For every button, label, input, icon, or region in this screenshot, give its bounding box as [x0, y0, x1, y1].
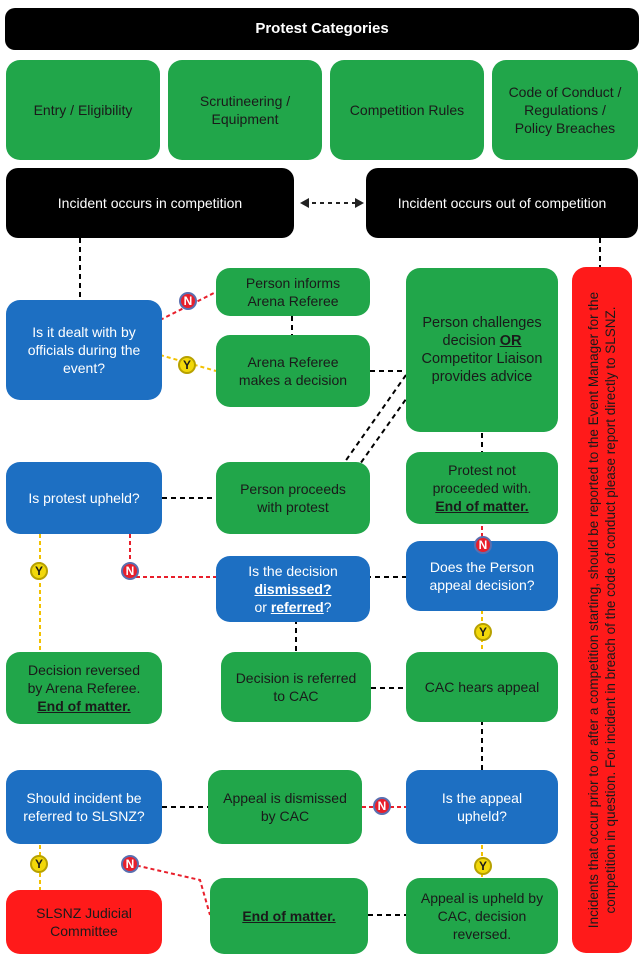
no-line-slsnz — [129, 863, 211, 916]
arrow-right-icon — [355, 198, 364, 208]
cac-hears-appeal: CAC hears appeal — [406, 652, 558, 722]
yes-badge-dealt: Y — [178, 356, 196, 374]
no-badge-upheld: N — [121, 562, 139, 580]
category-scrutineering: Scrutineering / Equipment — [168, 60, 322, 160]
category-entry-eligibility: Entry / Eligibility — [6, 60, 160, 160]
decision-referred-cac: Decision is referred to CAC — [221, 652, 371, 722]
appeal-dismissed-cac: Appeal is dismissed by CAC — [208, 770, 362, 844]
category-code-of-conduct: Code of Conduct / Regulations / Policy B… — [492, 60, 638, 160]
side-note-text: Incidents that occur prior to or after a… — [586, 291, 618, 929]
yes-badge-upheld: Y — [30, 562, 48, 580]
out-of-competition-note: Incidents that occur prior to or after a… — [572, 267, 632, 953]
person-proceeds-protest: Person proceeds with protest — [216, 462, 370, 534]
page-title: Protest Categories — [5, 8, 639, 50]
protest-not-proceeded: Protest not proceeded with. End of matte… — [406, 452, 558, 524]
line-challenge-to-proceeds-b — [359, 384, 417, 465]
category-label: Scrutineering / Equipment — [199, 93, 291, 127]
yes-badge-appeal-upheld: Y — [474, 857, 492, 875]
arrow-left-icon — [300, 198, 309, 208]
no-badge-not-proceeded: N — [474, 536, 492, 554]
question-dealt-by-officials: Is it dealt with by officials during the… — [6, 300, 162, 400]
category-label: Code of Conduct / Regulations / Policy B… — [508, 84, 622, 136]
line-challenge-to-proceeds-a — [341, 374, 407, 467]
incident-out-of-competition: Incident occurs out of competition — [366, 168, 638, 238]
yes-badge-appeal: Y — [474, 623, 492, 641]
no-badge-appeal-upheld: N — [373, 797, 391, 815]
appeal-upheld-reversed: Appeal is upheld by CAC, decision revers… — [406, 878, 558, 954]
category-label: Entry / Eligibility — [33, 102, 133, 118]
end-of-matter: End of matter. — [210, 878, 368, 954]
slsnz-judicial-committee: SLSNZ Judicial Committee — [6, 890, 162, 954]
referee-makes-decision: Arena Referee makes a decision — [216, 335, 370, 407]
yes-badge-slsnz: Y — [30, 855, 48, 873]
question-protest-upheld: Is protest upheld? — [6, 462, 162, 534]
category-label: Competition Rules — [349, 102, 465, 118]
incident-in-competition: Incident occurs in competition — [6, 168, 294, 238]
no-line-upheld — [129, 534, 216, 578]
category-competition-rules: Competition Rules — [330, 60, 484, 160]
no-badge-dealt: N — [179, 292, 197, 310]
decision-reversed: Decision reversed by Arena Referee. End … — [6, 652, 162, 724]
person-challenges-decision: Person challenges decision OR Competitor… — [406, 268, 558, 432]
person-informs-referee: Person informs Arena Referee — [216, 268, 370, 316]
question-dismissed-or-referred: Is the decision dismissed? or referred? — [216, 556, 370, 622]
question-refer-slsnz: Should incident be referred to SLSNZ? — [6, 770, 162, 844]
no-badge-slsnz: N — [121, 855, 139, 873]
question-appeal-upheld: Is the appeal upheld? — [406, 770, 558, 844]
